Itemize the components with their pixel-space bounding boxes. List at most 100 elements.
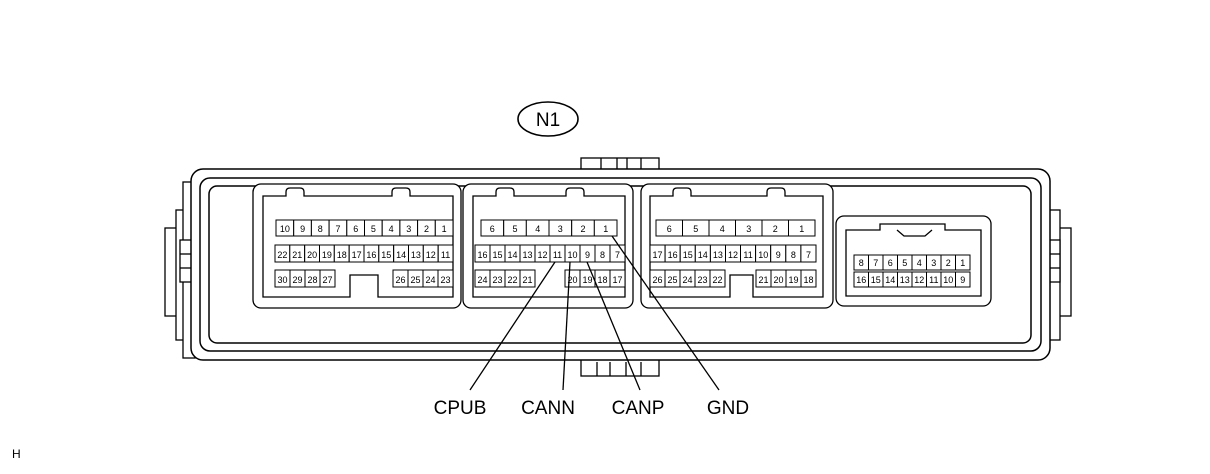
pin-cell: 11 <box>437 244 454 263</box>
pin-number: 1 <box>799 224 804 234</box>
pin-cell: 26 <box>392 269 409 288</box>
pin-number: 16 <box>668 250 678 260</box>
pin-cell: 3 <box>926 254 942 271</box>
pin-number: 15 <box>381 250 391 260</box>
pin-number: 6 <box>667 224 672 234</box>
pin-cell: 3 <box>548 219 573 237</box>
top-lock-tab <box>580 157 660 171</box>
pin-cell: 21 <box>519 269 536 288</box>
pin-number: 3 <box>931 258 936 268</box>
pin-number: 9 <box>960 275 965 285</box>
pin-cell: 14 <box>882 271 898 288</box>
pin-cell: 3 <box>399 219 419 237</box>
pin-number: 9 <box>585 250 590 260</box>
pin-cell: 6 <box>882 254 898 271</box>
pin-cell: 20 <box>564 269 581 288</box>
pin-number: 7 <box>615 250 620 260</box>
pin-number: 14 <box>885 275 895 285</box>
signal-label-canp: CANP <box>612 398 665 419</box>
pin-cell: 9 <box>770 244 787 263</box>
pin-cell: 16 <box>853 271 869 288</box>
pin-number: 7 <box>806 250 811 260</box>
pin-cell: 14 <box>393 244 410 263</box>
pin-cell: 5 <box>364 219 383 237</box>
pin-cell: 1 <box>434 219 454 237</box>
pin-cell: 4 <box>381 219 401 237</box>
pin-number: 9 <box>300 224 305 234</box>
pin-cell: 11 <box>549 244 566 263</box>
pin-cell: 1 <box>955 254 971 271</box>
pin-cell: 3 <box>735 219 763 237</box>
pin-cell: 2 <box>417 219 436 237</box>
pin-number: 10 <box>758 250 768 260</box>
pin-cell: 9 <box>293 219 312 237</box>
pin-cell: 17 <box>348 244 365 263</box>
pin-number: 5 <box>371 224 376 234</box>
pin-cell: 19 <box>319 244 335 263</box>
pin-number: 5 <box>693 224 698 234</box>
pin-number: 10 <box>943 275 953 285</box>
pin-number: 4 <box>389 224 394 234</box>
pin-cell: 11 <box>740 244 757 263</box>
pin-cell: 24 <box>679 269 696 288</box>
pin-number: 13 <box>713 250 723 260</box>
pin-number: 20 <box>567 275 577 285</box>
pin-number: 8 <box>318 224 323 234</box>
pin-number: 12 <box>728 250 738 260</box>
pin-number: 1 <box>442 224 447 234</box>
pin-cell: 12 <box>725 244 742 263</box>
pin-number: 22 <box>712 275 722 285</box>
pin-number: 13 <box>411 250 421 260</box>
leader-lines <box>469 235 720 391</box>
pin-cell: 6 <box>346 219 365 237</box>
pin-cell: 25 <box>407 269 424 288</box>
pin-number: 12 <box>537 250 547 260</box>
pin-cell: 24 <box>474 269 491 288</box>
pin-number: 26 <box>652 275 662 285</box>
pin-number: 18 <box>803 275 813 285</box>
pin-cell: 18 <box>594 269 611 288</box>
pin-cell: 15 <box>868 271 884 288</box>
pin-number: 24 <box>477 275 487 285</box>
pin-cell: 28 <box>304 269 321 288</box>
pin-number: 2 <box>946 258 951 268</box>
pin-cell: 24 <box>422 269 439 288</box>
pin-number: 7 <box>873 258 878 268</box>
pin-cell: 30 <box>274 269 291 288</box>
pin-cell: 4 <box>525 219 550 237</box>
pin-number: 23 <box>492 275 502 285</box>
pin-number: 20 <box>307 250 317 260</box>
pin-number: 21 <box>522 275 532 285</box>
pin-number: 20 <box>773 275 783 285</box>
pin-number: 19 <box>788 275 798 285</box>
pin-cell: 8 <box>853 254 869 271</box>
signal-label-gnd: GND <box>707 398 749 419</box>
pin-cell: 9 <box>955 271 971 288</box>
pin-cell: 20 <box>770 269 787 288</box>
pin-cell: 8 <box>310 219 330 237</box>
pin-number: 2 <box>773 224 778 234</box>
pin-cell: 8 <box>594 244 611 263</box>
pin-number: 11 <box>743 250 752 260</box>
pin-number: 1 <box>960 258 965 268</box>
pin-cell: 20 <box>304 244 321 263</box>
pin-cell: 23 <box>489 269 506 288</box>
pin-number: 8 <box>600 250 605 260</box>
pin-cell: 16 <box>363 244 380 263</box>
pin-number: 3 <box>746 224 751 234</box>
pin-cell: 27 <box>319 269 336 288</box>
pin-cell: 7 <box>609 244 626 263</box>
pin-cell: 1 <box>788 219 816 237</box>
pin-cell: 1 <box>593 219 618 237</box>
pin-number: 15 <box>683 250 693 260</box>
pin-cell: 26 <box>649 269 666 288</box>
pin-number: 11 <box>441 250 450 260</box>
pin-number: 17 <box>352 250 362 260</box>
pin-cell: 17 <box>609 269 626 288</box>
pin-cell: 6 <box>655 219 683 237</box>
pin-cell: 19 <box>785 269 802 288</box>
pin-number: 17 <box>612 275 622 285</box>
pin-number: 18 <box>597 275 607 285</box>
pin-number: 21 <box>292 250 302 260</box>
